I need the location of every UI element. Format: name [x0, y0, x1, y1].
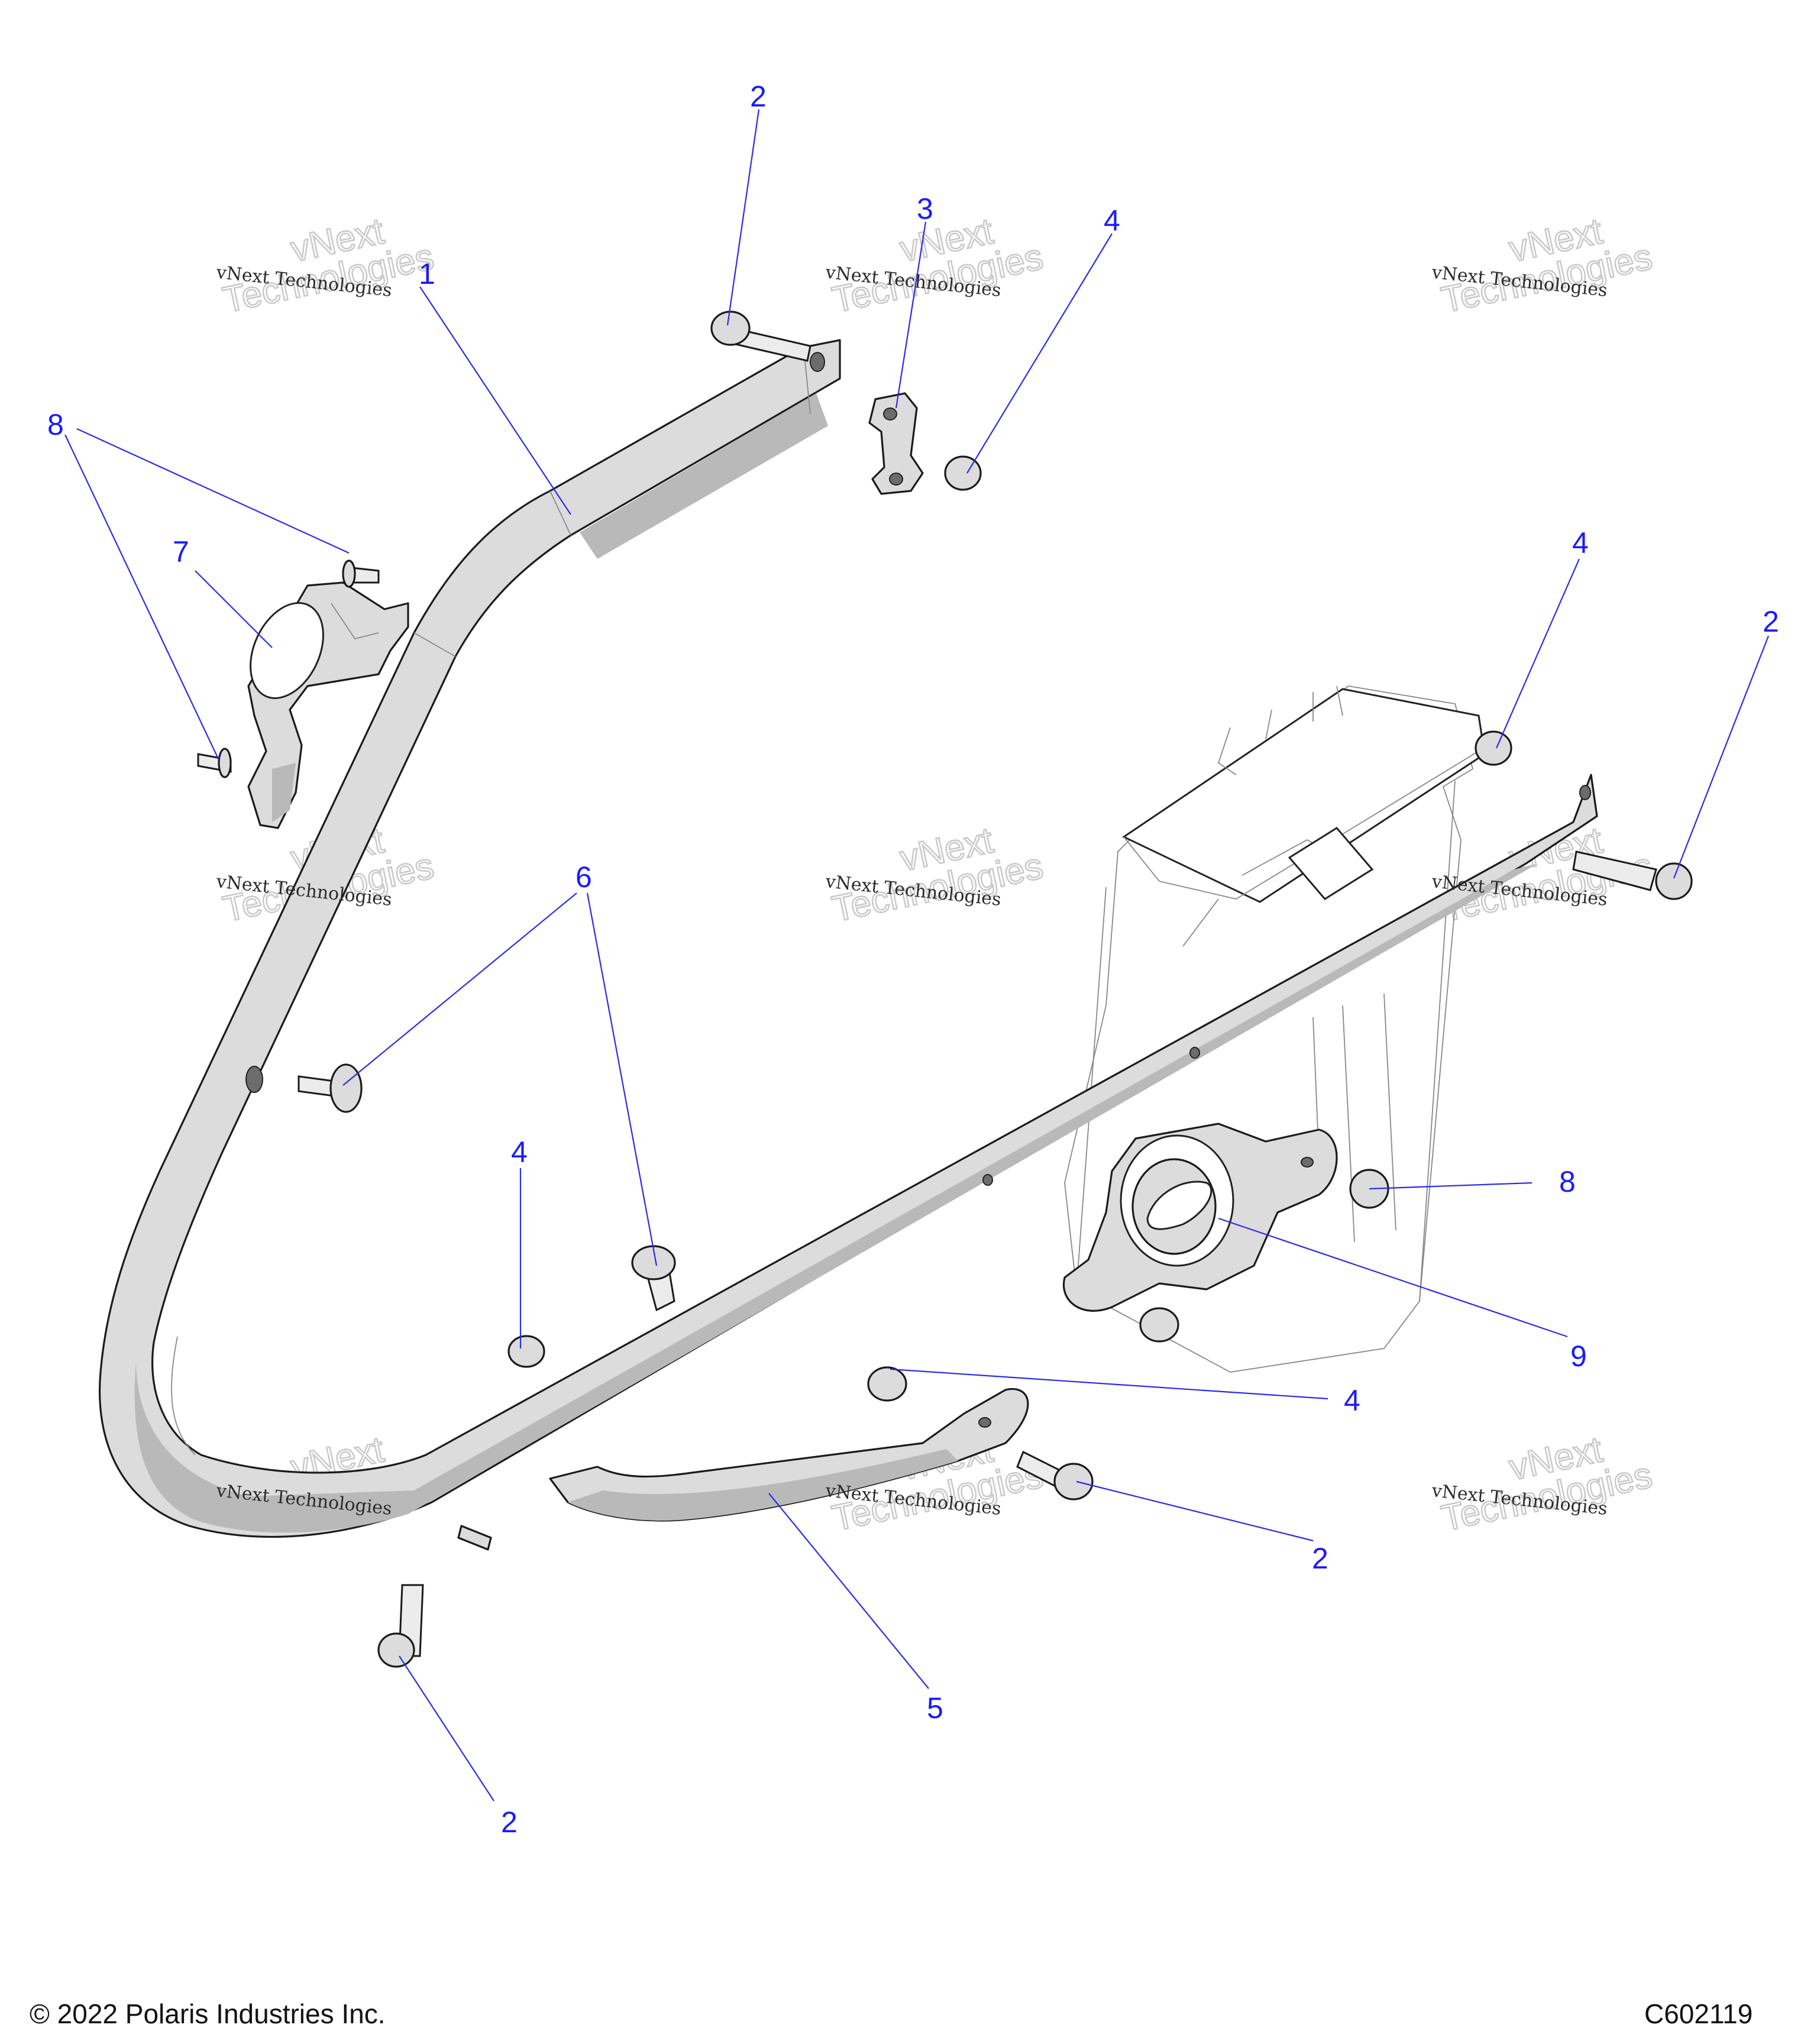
main-bumper-bar: [98, 339, 1598, 1551]
leader-line: [195, 570, 273, 648]
callout-2: 2: [1763, 605, 1779, 638]
bolt-lower-right: [1016, 1450, 1094, 1500]
leader-line: [64, 434, 219, 761]
callout-5: 5: [927, 1692, 943, 1725]
callout-4: 4: [1344, 1384, 1360, 1417]
nut-top: [944, 455, 982, 491]
leader-line: [768, 1493, 929, 1689]
leader-line: [1369, 1182, 1533, 1190]
leader-line: [419, 286, 571, 515]
callout-3: 3: [917, 192, 933, 225]
callout-6: 6: [576, 861, 592, 894]
leader-line: [1076, 1480, 1314, 1542]
nut-right: [1475, 730, 1512, 766]
lower-brace: [549, 1388, 1029, 1522]
callouts: 1 2 2 2 2 3 4 4 4 4 5 6 7 8 8 9: [47, 80, 1779, 1839]
leader-line: [1495, 558, 1580, 749]
bolt-bottom: [377, 1584, 424, 1668]
leader-line: [890, 1368, 1328, 1400]
leader-line: [342, 892, 577, 1086]
leader-line: [895, 221, 927, 409]
callout-9: 9: [1570, 1340, 1587, 1373]
nut-lower: [867, 1366, 907, 1402]
figure-code: C602119: [1644, 1998, 1753, 2029]
leader-lines: [64, 109, 1770, 1802]
leader-line: [1673, 635, 1770, 879]
callout-1: 1: [419, 257, 435, 290]
pin-lower: [197, 748, 232, 778]
background-box-assembly: [1064, 685, 1486, 1373]
light-bracket: [247, 581, 409, 829]
hitch-mount-plate: [1062, 1123, 1338, 1343]
callout-4: 4: [1104, 204, 1120, 237]
bolt-top: [710, 311, 811, 362]
callout-4: 4: [511, 1136, 528, 1169]
callout-8: 8: [1559, 1165, 1576, 1198]
nut-left: [507, 1335, 545, 1368]
push-rivet-center: [631, 1245, 676, 1312]
callout-4: 4: [1572, 526, 1589, 559]
leader-line: [76, 428, 350, 554]
callout-7: 7: [173, 535, 189, 568]
callout-2: 2: [501, 1806, 518, 1839]
small-bracket: [868, 392, 924, 495]
leader-line: [1218, 1217, 1568, 1338]
callout-2: 2: [750, 80, 767, 113]
leader-line: [966, 233, 1113, 474]
leader-line: [586, 892, 658, 1266]
copyright-text: © 2022 Polaris Industries Inc.: [30, 1998, 386, 2029]
callout-8: 8: [47, 408, 64, 441]
watermarks: Technologies vNext Technologies vNext Te…: [219, 210, 1657, 1540]
push-rivet-left: [298, 1063, 363, 1113]
leader-line: [726, 109, 760, 326]
leader-line: [399, 1655, 494, 1802]
bolt-right: [1572, 850, 1693, 900]
pin-upper: [342, 559, 380, 588]
callout-2: 2: [1312, 1542, 1328, 1575]
